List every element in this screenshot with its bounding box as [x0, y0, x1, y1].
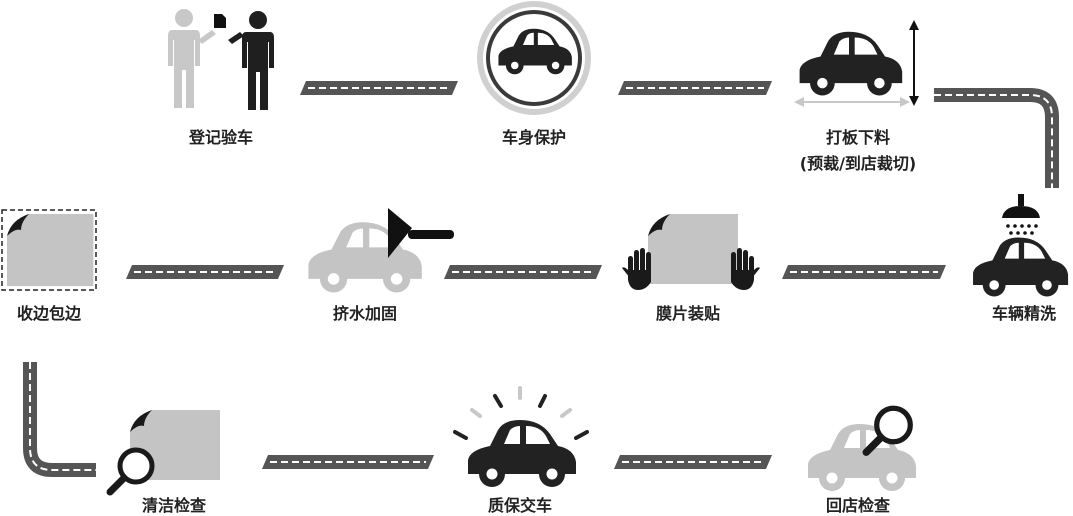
step-label-clean-check: 清洁检查 [141, 496, 207, 515]
car-shine-icon [453, 386, 589, 487]
step-label-film-install: 膜片装贴 [655, 304, 721, 323]
step-label-template-cutting: 打板下料 [825, 128, 891, 147]
film-magnifier-icon [110, 410, 220, 492]
roads-layer [23, 81, 1059, 477]
film-edge-icon [1, 209, 97, 291]
film-hands-icon [622, 214, 760, 290]
road-7-8-dash [29, 362, 96, 471]
road-3-4 [934, 88, 1059, 188]
step-label-delivery: 质保交车 [487, 496, 553, 515]
step-label-body-protection: 车身保护 [501, 128, 567, 147]
step-label-return-check: 回店检查 [825, 496, 891, 515]
car-in-circle-icon [477, 1, 591, 115]
people-registration-icon [168, 9, 274, 110]
step-label-registration: 登记验车 [188, 128, 254, 147]
step-label-squeegee: 挤水加固 [332, 304, 398, 323]
car-magnifier-icon [808, 408, 916, 491]
road-4-5 [782, 265, 946, 279]
road-7-8 [23, 362, 96, 477]
step-sublabel-template-cutting: (预裁/到店裁切) [799, 154, 917, 173]
step-label-edge-wrap: 收边包边 [16, 304, 82, 323]
car-wash-icon [973, 194, 1069, 297]
road-3-4-dash [934, 94, 1053, 188]
step-label-car-wash: 车辆精洗 [991, 304, 1057, 323]
car-measure-icon [794, 20, 919, 107]
car-squeegee-icon [308, 208, 454, 293]
